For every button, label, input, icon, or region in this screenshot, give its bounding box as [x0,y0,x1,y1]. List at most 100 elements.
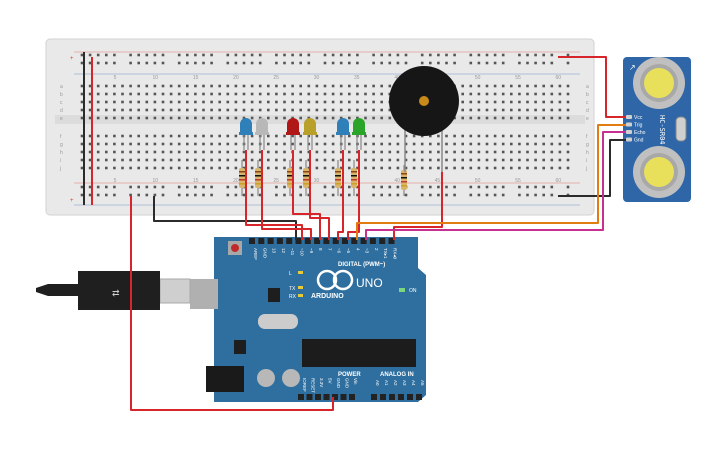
digital-pin[interactable] [267,238,274,244]
row-letter: b [60,92,63,98]
digital-pin-label: ~11 [290,248,295,256]
analog-pin-label: A1 [384,380,389,386]
wire-group [130,56,626,411]
digital-pin[interactable] [249,238,255,244]
power-pin[interactable] [298,394,304,400]
analog-pin-label: A2 [393,380,398,386]
power-pin[interactable] [323,394,330,400]
digital-pin-label: ~6 [337,248,342,254]
power-pin[interactable] [349,394,355,400]
sensor-pin[interactable] [626,122,632,127]
analog-pin[interactable] [416,394,422,400]
led-group [239,118,407,196]
column-number: 5 [114,75,117,81]
wire-sensor-trig [356,124,626,240]
digital-pin-label: 4 [355,248,360,251]
row-letter: h [586,150,589,156]
digital-pin[interactable] [276,238,283,244]
power-pin-label: 3.3V [319,378,324,387]
led-blue-2[interactable] [336,118,350,150]
resistor[interactable] [351,160,357,196]
digital-pin[interactable] [351,238,358,244]
row-letter: e [586,116,589,122]
led-red[interactable] [286,118,300,150]
capacitor-2 [282,369,300,387]
column-number: 55 [515,75,521,81]
column-number: 40 [394,178,400,184]
digital-pin[interactable] [379,238,386,244]
digital-pin[interactable] [323,238,330,244]
sensor-pin[interactable] [626,115,632,119]
digital-pin[interactable] [258,238,265,244]
led-blue-1[interactable] [239,118,253,150]
resistor[interactable] [401,165,407,196]
column-number: 30 [314,178,320,184]
analog-pin[interactable] [407,394,413,400]
digital-pin[interactable] [360,238,367,244]
column-number: 25 [273,75,279,81]
resistor[interactable] [255,160,261,196]
column-number: 45 [435,178,441,184]
digital-pin[interactable] [388,238,395,244]
digital-pin-label: TX▸1 [383,248,388,259]
digital-pin-label: ~3 [365,248,370,254]
digital-pin-label: 8 [318,248,323,251]
digital-pin[interactable] [314,238,321,244]
breadboard: 5510101515202025253030353540404545505055… [45,38,595,216]
digital-pin-label: RX◂0 [393,248,398,260]
arduino-logo-text: ARDUINO [311,293,344,300]
svg-text:↗: ↗ [629,63,636,72]
sensor-pin-label: Trig [634,123,643,129]
resistor[interactable] [239,160,245,196]
resistor[interactable] [303,160,309,196]
wire-led-red [292,150,321,240]
column-number: 20 [233,75,239,81]
row-letter: b [586,92,589,98]
power-pin[interactable] [306,394,313,400]
led-yellow[interactable] [303,118,317,150]
wire-led-white [261,150,312,240]
column-number: 50 [475,178,481,184]
power-pin[interactable] [332,394,338,400]
digital-pin[interactable] [304,238,311,244]
sensor-pin[interactable] [626,137,632,142]
digital-pin[interactable] [332,238,339,244]
analog-pin[interactable] [371,394,377,400]
sensor-model-label: HC-SR04 [658,115,666,145]
reset-button[interactable] [231,244,239,252]
power-pin-label: GND [336,378,341,389]
power-pin[interactable] [315,394,321,400]
sensor-pin[interactable] [626,130,632,134]
analog-pin-label: A5 [420,380,425,386]
analog-pin[interactable] [380,394,386,400]
tx-label: TX [289,286,296,292]
digital-pin[interactable] [369,238,376,244]
power-label: POWER [338,372,361,378]
led-green[interactable] [352,118,366,150]
power-pin[interactable] [340,394,347,400]
digital-pin[interactable] [295,238,302,244]
row-letter: d [586,108,589,114]
column-number: 30 [314,75,320,81]
digital-pin-label: ~5 [346,248,351,254]
digital-pin[interactable] [286,238,293,244]
column-number: 55 [515,178,521,184]
analog-label: ANALOG IN [380,372,414,378]
crystal [258,314,298,329]
digital-pin[interactable] [342,238,348,244]
led-white[interactable] [255,118,269,150]
analog-pin[interactable] [398,394,404,400]
wire-sensor-vcc [558,56,626,118]
analog-pin[interactable] [389,394,395,400]
resistor[interactable] [287,160,293,196]
rx-label: RX [289,294,297,300]
resistor[interactable] [335,160,341,196]
piezo-buzzer[interactable] [389,66,459,172]
row-letter: i [586,158,587,164]
sensor-pin-label: Echo [634,130,646,136]
sensor-pin-label: Gnd [634,138,644,144]
